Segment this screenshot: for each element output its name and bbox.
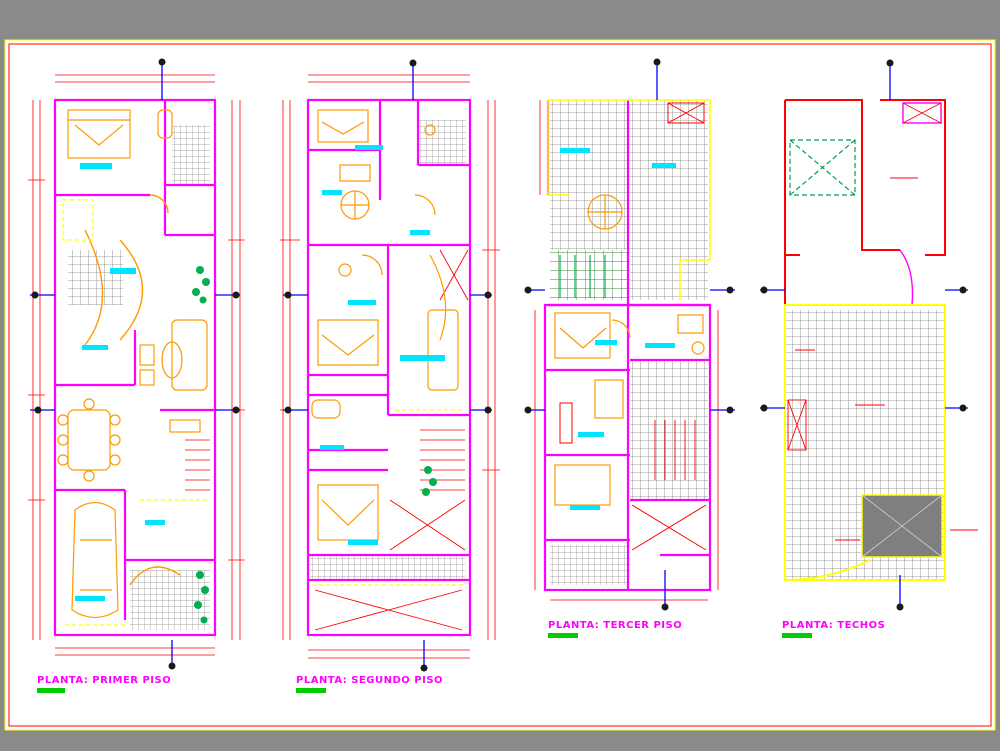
plan-second-floor-scale-tag (296, 688, 326, 693)
plan-first-floor-scale-tag (37, 688, 65, 693)
plan-roof-scale-tag (782, 633, 812, 638)
plan-roof: PLANTA: TECHOS (760, 59, 978, 638)
plan-third-floor: PLANTA: TERCER PISO (524, 58, 735, 638)
plan-second-floor-title: PLANTA: SEGUNDO PISO (296, 675, 443, 686)
plan-first-floor: PLANTA: PRIMER PISO (28, 58, 245, 693)
plan-third-floor-scale-tag (548, 633, 578, 638)
plan-third-floor-title: PLANTA: TERCER PISO (548, 620, 682, 631)
sheet-border (8, 43, 992, 727)
plan-roof-title: PLANTA: TECHOS (782, 620, 885, 631)
plan-first-floor-title: PLANTA: PRIMER PISO (37, 675, 171, 686)
plan-second-floor: PLANTA: SEGUNDO PISO (280, 59, 500, 693)
